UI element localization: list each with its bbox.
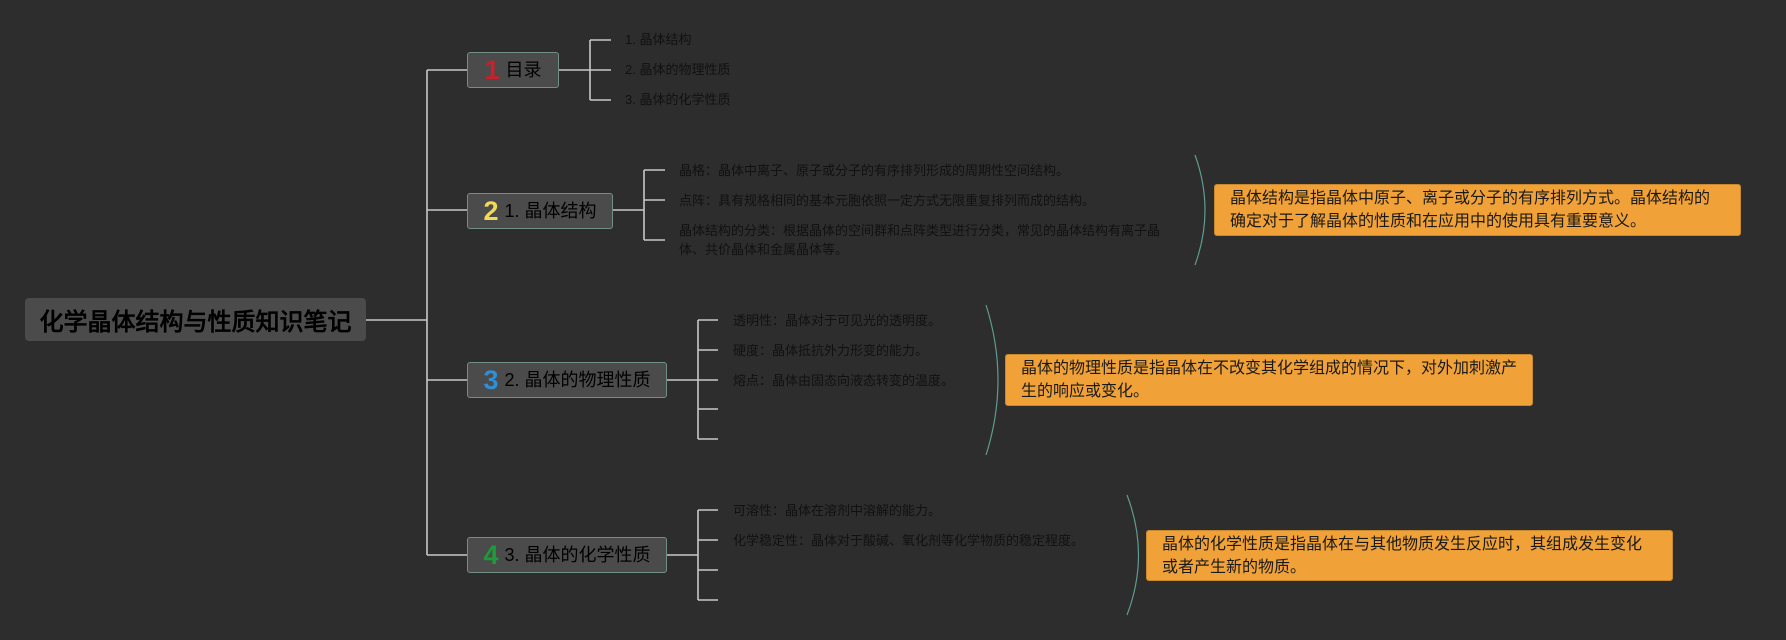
summary-text: 晶体结构是指晶体中原子、离子或分子的有序排列方式。晶体结构的确定对于了解晶体的性…: [1230, 190, 1711, 230]
number-three-icon: 3: [483, 364, 499, 395]
number-one-icon: 1: [484, 54, 500, 85]
summary-note[interactable]: 晶体结构是指晶体中原子、离子或分子的有序排列方式。晶体结构的确定对于了解晶体的性…: [1214, 184, 1741, 236]
topic-toc[interactable]: 1 目录: [467, 52, 559, 88]
subtopic-item[interactable]: 晶体结构的分类：根据晶体的空间群和点阵类型进行分类，常见的晶体结构有离子晶体、共…: [679, 223, 1161, 257]
subtopic-item[interactable]: 透明性：晶体对于可见光的透明度。: [733, 313, 942, 328]
topic-label: 1. 晶体结构: [504, 201, 597, 221]
subtopic-item[interactable]: 硬度：晶体抵抗外力形变的能力。: [733, 343, 929, 358]
topic-label: 目录: [505, 60, 542, 80]
summary-text: 晶体的物理性质是指晶体在不改变其化学组成的情况下，对外加刺激产生的响应或变化。: [1021, 360, 1518, 400]
topic-label: 3. 晶体的化学性质: [504, 545, 651, 565]
summary-text: 晶体的化学性质是指晶体在与其他物质发生反应时，其组成发生变化或者产生新的物质。: [1162, 535, 1643, 576]
number-four-icon: 4: [483, 539, 499, 570]
subtopic-item[interactable]: 点阵：具有规格相同的基本元胞依照一定方式无限重复排列而成的结构。: [679, 193, 1096, 208]
topic-physical-properties[interactable]: 3 2. 晶体的物理性质: [467, 362, 667, 398]
summary-note[interactable]: 晶体的化学性质是指晶体在与其他物质发生反应时，其组成发生变化或者产生新的物质。: [1146, 530, 1673, 581]
subtopic-item[interactable]: 熔点：晶体由固态向液态转变的温度。: [733, 373, 955, 388]
subtopic-item[interactable]: 可溶性：晶体在溶剂中溶解的能力。: [733, 503, 942, 518]
toc-item[interactable]: 1. 晶体结构: [625, 32, 692, 47]
toc-item[interactable]: 3. 晶体的化学性质: [625, 92, 731, 107]
summary-note[interactable]: 晶体的物理性质是指晶体在不改变其化学组成的情况下，对外加刺激产生的响应或变化。: [1005, 354, 1533, 406]
root-topic[interactable]: 化学晶体结构与性质知识笔记: [25, 298, 366, 341]
root-title: 化学晶体结构与性质知识笔记: [39, 309, 352, 336]
topic-crystal-structure[interactable]: 2 1. 晶体结构: [467, 193, 613, 229]
subtopic-item[interactable]: 化学稳定性：晶体对于酸碱、氧化剂等化学物质的稳定程度。: [733, 533, 1085, 548]
toc-item[interactable]: 2. 晶体的物理性质: [625, 62, 731, 77]
subtopic-item[interactable]: 晶格：晶体中离子、原子或分子的有序排列形成的周期性空间结构。: [679, 163, 1070, 178]
topic-chemical-properties[interactable]: 4 3. 晶体的化学性质: [467, 537, 667, 573]
topic-label: 2. 晶体的物理性质: [504, 370, 651, 390]
number-two-icon: 2: [483, 195, 499, 226]
